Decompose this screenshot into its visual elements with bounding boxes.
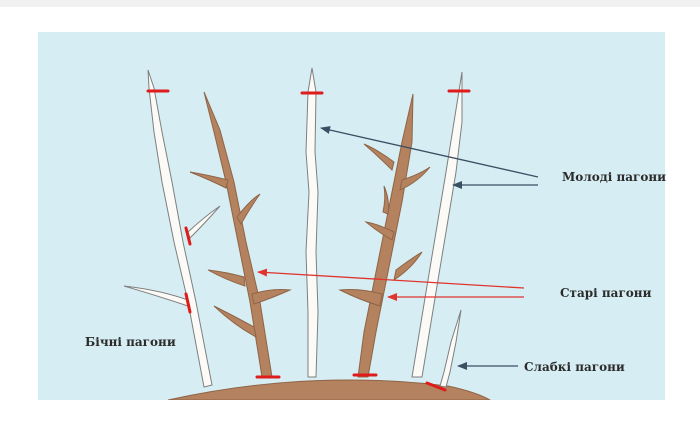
diagram-canvas: [123, 67, 539, 400]
weak-shoots-label: Слабкі пагони: [524, 360, 625, 374]
young-shoots-arrows: [320, 126, 539, 189]
weak-shoot: [439, 309, 462, 388]
cut-mark: [425, 381, 447, 392]
young-shoot-right: [411, 71, 463, 378]
cut-marks: [146, 89, 471, 392]
side-shoots-label: Бічні пагони: [85, 335, 176, 349]
soil-mound: [167, 379, 492, 400]
old-shoots-label: Старі пагони: [560, 286, 652, 300]
cut-mark: [184, 292, 192, 314]
young-shoot-left: [123, 69, 221, 388]
old-shoots-arrow-left: [257, 268, 525, 289]
cut-mark: [184, 226, 192, 246]
young-shoots-label: Молоді пагони: [562, 170, 667, 184]
young-shoot-center: [305, 67, 319, 378]
pruning-diagram: [38, 32, 665, 400]
young-shoots-arrow-center: [320, 126, 539, 178]
top-strip: [0, 0, 700, 7]
old-shoot-left: [189, 91, 292, 378]
old-shoot-right: [338, 93, 431, 378]
old-shoots-arrows: [257, 268, 525, 301]
